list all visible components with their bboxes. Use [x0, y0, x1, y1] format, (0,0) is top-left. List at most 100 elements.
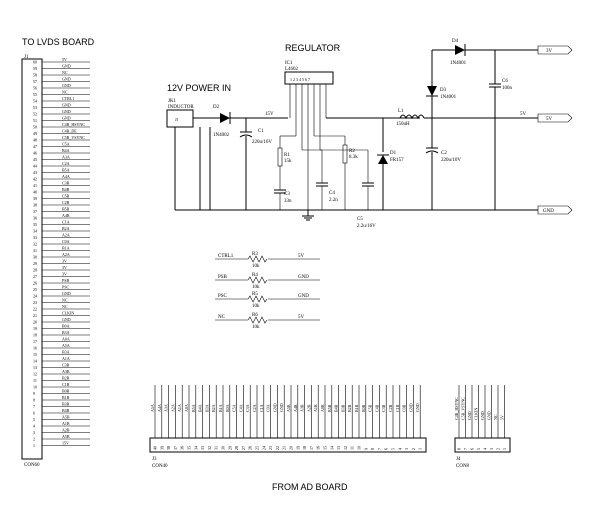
j1-pin-number: 10: [33, 385, 37, 390]
j3-pin-signal: A0A: [184, 404, 189, 412]
j1-pin-number: 32: [33, 242, 37, 247]
j1-pin-number: 26: [33, 281, 37, 286]
port-5v: [537, 113, 573, 123]
pullup-ref: R5: [252, 292, 258, 297]
j3-pin-signal: B1A: [218, 404, 223, 412]
d4-diode: [455, 45, 465, 55]
j3-pin-signal: B3B: [340, 404, 345, 412]
pullup-net: CTRL1: [218, 254, 234, 259]
c3-value: 33n: [284, 199, 292, 204]
j1-pin-number: 29: [33, 261, 37, 266]
j3-pin-signal: B5B: [327, 404, 332, 412]
j1-pin-signal: GND: [62, 83, 71, 88]
j1-pin-signal: A5B: [62, 415, 70, 420]
j3-pin-number: 20: [289, 446, 294, 450]
r2-value: 8.3k: [349, 155, 358, 160]
j1-pin-number: 38: [33, 203, 37, 208]
j1-pin-signal: GND: [62, 317, 71, 322]
j3-pin-signal: B5A: [191, 404, 196, 412]
j1-pin-number: 27: [33, 274, 37, 279]
j1-pin-signal: B0A: [62, 324, 70, 329]
j3-pin-number: 12: [343, 446, 348, 450]
l1-ref: L1: [398, 109, 404, 114]
j1-pin-number: 37: [33, 209, 37, 214]
j1-pin-signal: B5B: [62, 207, 70, 212]
j3-pin-number: 36: [180, 446, 185, 450]
c3-ref: C3: [284, 192, 290, 197]
j1-pin-signal: PSC: [62, 285, 69, 290]
j3-pin-number: 34: [193, 446, 198, 450]
j1-pin-signal: 5V: [62, 57, 67, 62]
c6-value: 100n: [502, 86, 513, 91]
j3-pin-signal: B2B: [347, 404, 352, 412]
j1-pin-number: 52: [33, 112, 37, 117]
port-3v-label: 3V: [546, 49, 553, 54]
d1-ref: D1: [390, 151, 397, 156]
j1-pin-signal: B4B: [62, 187, 70, 192]
r2-ref: R2: [349, 149, 355, 154]
d3-ref: D3: [440, 88, 447, 93]
j1-pin-signal: A4B: [62, 213, 70, 218]
j1-pin-signal: A5A: [62, 343, 70, 348]
j1-pin-signal: GND: [62, 291, 71, 296]
j1-pin-number: 17: [33, 339, 37, 344]
j1-pin-number: 11: [33, 378, 37, 383]
j1-pin-signal: GND: [62, 116, 71, 121]
j4-pin-number: 6: [470, 448, 475, 450]
j4-pin-signal: GND: [467, 411, 472, 420]
j1-pin-signal: 15V: [62, 441, 69, 446]
c1-value: 220u/16V: [252, 140, 272, 145]
jk1-jack: [166, 109, 194, 128]
jk1-ref: JK1: [168, 99, 177, 104]
j3-pin-number: 27: [241, 446, 246, 450]
j4-pin-signal: 5V: [500, 415, 505, 420]
j3-pin-number: 9: [363, 448, 368, 450]
d1-value: FR157: [390, 158, 404, 163]
j3-pin-number: 37: [173, 446, 178, 450]
j3-pin-number: 38: [166, 446, 171, 450]
j4-ref: J4: [456, 457, 461, 462]
j3-pin-signal: A0B: [320, 404, 325, 412]
j3-pin-signal: A2A: [170, 404, 175, 412]
j1-pin-signal: A1B: [62, 421, 70, 426]
c4-ref: C4: [329, 191, 335, 196]
j3-pin-number: 10: [357, 446, 362, 450]
j3-pin-signal: A1A: [177, 404, 182, 412]
j3-pin-signal: C5B: [368, 404, 373, 412]
j4-pin-signal: GND: [480, 411, 485, 420]
j3-pin-signal: C2A: [252, 404, 257, 412]
j3-pin-number: 31: [214, 446, 219, 450]
j3-pin-signal: C5A: [232, 404, 237, 412]
j3-pin-signal: GND: [415, 403, 420, 412]
d4-value: 1N4001: [450, 61, 467, 66]
c5-ref: C5: [357, 217, 363, 222]
d2-diode: [220, 113, 230, 123]
j1-pin-signal: A4A: [62, 174, 70, 179]
j1-pin-number: 16: [33, 346, 37, 351]
j1-pin-number: 45: [33, 157, 37, 162]
j1-pin-number: 43: [33, 170, 37, 175]
j1-pin-number: 41: [33, 183, 37, 188]
pullup-value: 10k: [252, 264, 260, 269]
j3-pin-signal: GND: [408, 403, 413, 412]
j1-pin-number: 9: [33, 391, 35, 396]
j3-pin-number: 24: [261, 446, 266, 450]
j3-pin-signal: C1B: [395, 404, 400, 412]
d4-ref: D4: [452, 39, 459, 44]
j1-pin-number: 36: [33, 216, 37, 221]
j3-pin-number: 17: [309, 446, 314, 450]
j3-pin-signal: C0B: [402, 404, 407, 412]
j1-pin-signal: C4B_DE: [62, 129, 77, 134]
j1-pin-signal: C5A: [62, 142, 70, 147]
j3-pin-signal: B1B: [354, 404, 359, 412]
j1-pin-number: 58: [33, 73, 37, 78]
j1-pin-signal: C2A: [62, 161, 70, 166]
j1-pin-signal: B0B: [62, 389, 70, 394]
j1-pin-number: 56: [33, 86, 37, 91]
j1-pin-signal: NC: [62, 304, 68, 309]
j1-pin-number: 30: [33, 255, 37, 260]
j3-pin-number: 5: [391, 448, 396, 450]
j1-pin-signal: C2B: [62, 200, 70, 205]
